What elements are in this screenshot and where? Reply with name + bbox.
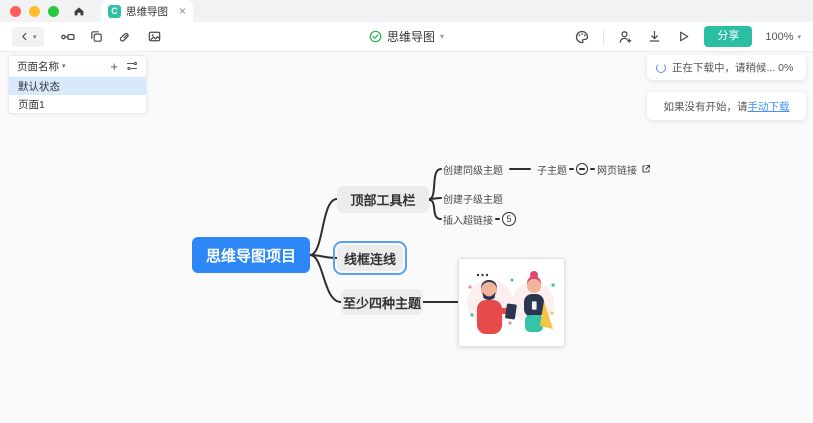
- add-page-button[interactable]: +: [110, 58, 118, 74]
- caret-down-icon: ▾: [62, 63, 66, 70]
- app-favicon-icon: C: [108, 4, 121, 18]
- saved-check-icon: [369, 30, 382, 43]
- caret-down-icon: ▾: [33, 33, 37, 41]
- subtopic-weblink[interactable]: 网页链接: [597, 165, 637, 177]
- subtopic-row-sibling: 创建同级主题 子主题 网页链接: [443, 161, 651, 177]
- download-progress-text: 正在下载中，请稍候... 0%: [672, 62, 794, 74]
- branch-node-themes[interactable]: 至少四种主题: [341, 289, 423, 315]
- subtopic-row-hyperlink: 插入超链接 5: [443, 212, 516, 227]
- topic-node-icon[interactable]: [60, 29, 76, 45]
- tab-mindmap[interactable]: C 思维导图 ×: [101, 0, 193, 22]
- zoom-level: 100%: [765, 30, 794, 43]
- caret-down-icon: ▾: [797, 33, 801, 41]
- subtopic-create-sibling[interactable]: 创建同级主题: [443, 165, 503, 177]
- tab-title: 思维导图: [126, 5, 168, 18]
- toolbar-divider: [603, 29, 605, 44]
- connector-segment: [569, 168, 574, 170]
- branch-node-wireframe-selected[interactable]: 线框连线: [333, 241, 407, 275]
- page-list-settings-icon[interactable]: [126, 60, 138, 72]
- connector-segment: [509, 168, 531, 170]
- illustration-two-people: [462, 263, 561, 342]
- connector-segment: [495, 218, 500, 220]
- pages-header-label[interactable]: 页面名称: [17, 60, 59, 73]
- toolbar-left-icons: [60, 29, 163, 45]
- titlebar: C 思维导图 ×: [0, 0, 813, 22]
- invite-user-icon[interactable]: [617, 29, 633, 45]
- close-tab-icon[interactable]: ×: [178, 4, 186, 18]
- close-window-icon[interactable]: [10, 5, 21, 17]
- branch-node-toolbar[interactable]: 顶部工具栏: [337, 186, 429, 213]
- connector-segment: [590, 168, 595, 170]
- manual-download-toast: 如果没有开始，请 手动下载: [647, 92, 806, 120]
- link-icon[interactable]: [118, 29, 134, 45]
- toolbar-right-icons: 分享 100% ▾: [574, 26, 801, 47]
- page-item-page1[interactable]: 页面1: [18, 98, 45, 111]
- theme-palette-icon[interactable]: [574, 29, 590, 45]
- pages-panel-header: 页面名称 ▾ +: [9, 56, 146, 77]
- document-title-control[interactable]: 思维导图 ▾: [369, 28, 444, 45]
- back-button[interactable]: ▾: [12, 26, 44, 47]
- manual-download-link[interactable]: 手动下载: [747, 100, 790, 113]
- toolbar: ▾ 思维导图 ▾: [0, 22, 813, 52]
- external-link-icon[interactable]: [641, 164, 651, 174]
- chevron-down-icon: ▾: [440, 32, 445, 41]
- loading-spinner-icon: [656, 62, 666, 73]
- present-play-icon[interactable]: [675, 29, 691, 45]
- image-node[interactable]: [458, 258, 565, 347]
- subtopic-insert-hyperlink[interactable]: 插入超链接: [443, 215, 493, 227]
- page-item-default[interactable]: 默认状态: [9, 77, 146, 95]
- manual-download-text: 如果没有开始，请: [663, 100, 748, 113]
- zoom-control[interactable]: 100% ▾: [765, 31, 801, 43]
- mindmap-canvas[interactable]: 页面名称 ▾ + 默认状态 页面1 正在下载中，请稍候... 0% 如果没有开始…: [0, 52, 813, 423]
- traffic-lights: [10, 5, 59, 17]
- download-icon[interactable]: [646, 29, 662, 45]
- collapse-toggle-icon[interactable]: [576, 163, 588, 175]
- minimize-window-icon[interactable]: [29, 5, 40, 17]
- subtopic-row-child: 创建子级主题: [443, 191, 503, 206]
- duplicate-icon[interactable]: [89, 29, 105, 45]
- pages-panel: 页面名称 ▾ + 默认状态 页面1: [8, 55, 147, 114]
- document-title: 思维导图: [386, 30, 435, 44]
- share-button[interactable]: 分享: [704, 26, 753, 47]
- fullscreen-window-icon[interactable]: [48, 5, 59, 17]
- subtopic-child-topic[interactable]: 子主题: [537, 165, 567, 177]
- chevron-left-icon: [22, 32, 27, 41]
- mindmap-root-node[interactable]: 思维导图项目: [192, 237, 310, 273]
- home-icon[interactable]: [71, 3, 87, 19]
- image-icon[interactable]: [147, 29, 163, 45]
- minus-glyph: [579, 168, 585, 170]
- collapsed-count-badge[interactable]: 5: [502, 212, 516, 226]
- subtopic-create-child[interactable]: 创建子级主题: [443, 194, 503, 206]
- download-progress-toast: 正在下载中，请稍候... 0%: [647, 55, 806, 80]
